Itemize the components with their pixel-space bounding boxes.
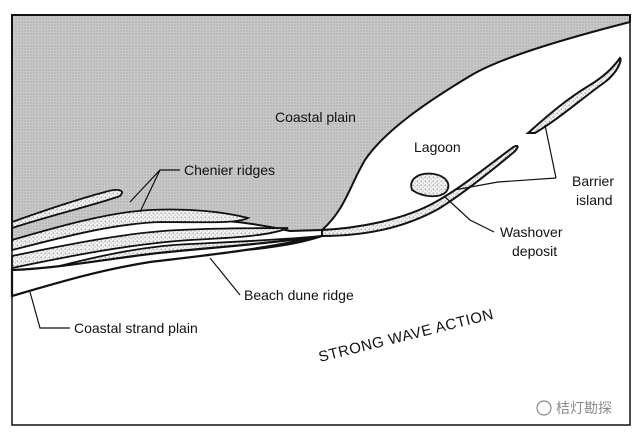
watermark-text: 桔灯勘探 — [556, 400, 612, 416]
barrier-island-main — [321, 144, 519, 238]
coastal-strand-plain — [10, 234, 323, 298]
label-washover-line2: deposit — [512, 243, 557, 259]
label-barrier-island-line2: island — [576, 192, 613, 208]
chenier-ridge-middle — [11, 208, 251, 252]
chenier-ridge-lower — [11, 227, 289, 270]
chenier-ridge-upper — [11, 189, 123, 230]
leader-lines — [29, 124, 557, 329]
watermark: 桔灯勘探 — [536, 400, 612, 416]
label-coastal-plain: Coastal plain — [275, 109, 356, 125]
label-barrier-island-line1: Barrier — [572, 173, 614, 189]
washover-deposit — [410, 172, 450, 198]
barrier-island-segment — [525, 56, 622, 134]
label-chenier-ridges: Chenier ridges — [184, 162, 275, 178]
label-coastal-strand-plain: Coastal strand plain — [74, 320, 198, 336]
label-beach-dune-ridge: Beach dune ridge — [244, 287, 354, 303]
label-lagoon: Lagoon — [414, 139, 461, 155]
wechat-logo-icon — [536, 400, 552, 416]
label-washover-line1: Washover — [500, 224, 563, 240]
